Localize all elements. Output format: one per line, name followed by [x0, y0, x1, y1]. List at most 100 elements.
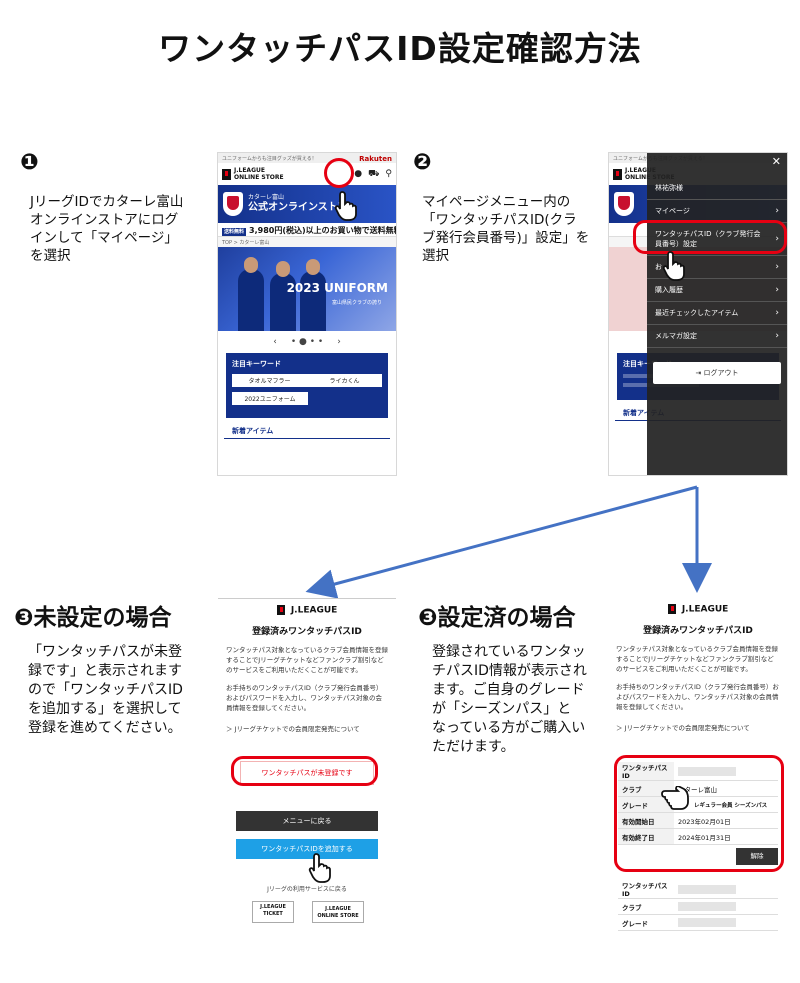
- step1-line: を選択: [30, 248, 71, 264]
- jleague-logo-icon: [613, 168, 622, 180]
- step2-line: 「ワンタッチパスID(クラ: [422, 212, 577, 228]
- row-label: グレード: [618, 914, 674, 931]
- menu-item-purchase-history[interactable]: 購入履歴 ›: [647, 279, 787, 302]
- step3b-line: ます。ご自身のグレード: [432, 682, 585, 698]
- chevron-right-icon: ›: [775, 308, 779, 318]
- pass-page-body: ワンタッチパス対象となっているクラブ会員情報を登録することでJリーグチケットなど…: [226, 645, 388, 674]
- menu-item-label: 最近チェックしたアイテム: [655, 309, 739, 317]
- logo-line: J.LEAGUE: [325, 906, 351, 912]
- keyword-chip[interactable]: 2022ユニフォーム: [232, 392, 308, 405]
- search-icon[interactable]: ⚲: [385, 168, 392, 179]
- pointing-hand-icon: [308, 853, 331, 883]
- logout-button[interactable]: ⇥ ログアウト: [653, 362, 781, 384]
- back-to-menu-button[interactable]: メニューに戻る: [236, 811, 378, 831]
- pass-page-title: 登録済みワンタッチパスID: [643, 625, 753, 636]
- jleague-store-logo[interactable]: J.LEAGUE ONLINE STORE: [312, 901, 364, 923]
- keyword-chip[interactable]: ライカくん: [307, 374, 382, 387]
- row-value: レギュラー会員 シーズンパス: [674, 796, 778, 813]
- shipping-tag: 送料無料: [222, 228, 247, 236]
- step3a-line: ので「ワンタッチパスID: [28, 682, 183, 698]
- step3a-line: を追加する」を選択して: [28, 701, 182, 717]
- menu-item-label: 購入履歴: [655, 286, 683, 294]
- header-icons: ● ⛟ ⚲: [354, 169, 392, 180]
- hero-year-text: 2023 UNIFORM: [286, 281, 388, 295]
- banner-store-title: 公式オンラインストア: [248, 202, 348, 213]
- banner-club-name: カターレ富山: [248, 194, 285, 201]
- member-sale-link[interactable]: ＞ Jリーグチケットでの会員限定発売について: [616, 723, 750, 732]
- member-sale-link[interactable]: ＞ Jリーグチケットでの会員限定発売について: [226, 724, 360, 733]
- add-onetouch-pass-button[interactable]: ワンタッチパスIDを追加する: [236, 839, 378, 859]
- logout-label: ログアウト: [703, 369, 739, 377]
- pointing-hand-icon: [662, 251, 685, 281]
- row-label: 有効開始日: [618, 812, 674, 829]
- menu-item-recent-items[interactable]: 最近チェックしたアイテム ›: [647, 302, 787, 325]
- row-value: 2023年02月01日: [674, 812, 778, 829]
- step3b-line: ただけます。: [432, 739, 515, 755]
- step2-line: ブ発行会員番号)」設定」を: [422, 230, 590, 246]
- step3a-line: 登録を進めてください。: [28, 720, 182, 736]
- mypage-icon[interactable]: ●: [354, 168, 363, 179]
- jleague-logo-text: J.LEAGUE: [290, 605, 338, 616]
- carousel-dots: • ● • •: [290, 337, 324, 347]
- page-title: ワンタッチパスID設定確認方法: [158, 29, 642, 68]
- club-banner[interactable]: カターレ富山 公式オンラインストア: [218, 185, 396, 223]
- menu-item-newsletter[interactable]: メルマガ設定›: [647, 325, 787, 348]
- jleague-logo-text: J.LEAGUE: [681, 604, 729, 615]
- top-strip: ユニフォームからも注目グッズが買える！ Rakuten: [218, 153, 396, 163]
- step3b-line: チパスID情報が表示され: [432, 663, 587, 679]
- services-label: Jリーグの利用サービスに戻る: [267, 886, 347, 893]
- step3b-line: が「シーズンパス」と: [432, 701, 572, 717]
- uniform-hero-image[interactable]: 2023 UNIFORM 富山県民クラブの誇り: [218, 247, 396, 331]
- chevron-right-icon: ›: [775, 206, 779, 216]
- jleague-ticket-logo[interactable]: J.LEAGUE TICKET: [252, 901, 294, 923]
- player-figure: [238, 257, 264, 331]
- next-slide-icon[interactable]: ›: [337, 337, 341, 347]
- club-crest-icon: [614, 192, 634, 216]
- prev-slide-icon[interactable]: ‹: [273, 337, 277, 347]
- registered-pass-table: ワンタッチパスID クラブカターレ富山 グレードレギュラー会員 シーズンパス 有…: [618, 762, 778, 845]
- rakuten-logo: Rakuten: [359, 155, 392, 163]
- jleague-logo-icon: [667, 604, 676, 614]
- masked-value: [678, 918, 736, 927]
- keyword-chip[interactable]: タオルマフラー: [232, 374, 307, 387]
- row-label: クラブ: [618, 898, 674, 915]
- top-strip-text: ユニフォームからも注目グッズが買える！: [222, 156, 317, 162]
- release-button[interactable]: 解除: [736, 848, 778, 865]
- step1-line: インして「マイページ」: [30, 230, 178, 246]
- pass-page-title: 登録済みワンタッチパスID: [252, 626, 362, 637]
- store-name: J.LEAGUE ONLINE STORE: [234, 167, 284, 181]
- jleague-logo-icon: [276, 605, 285, 615]
- pass-page-body: お手持ちのワンタッチパスID（クラブ発行会員番号）およびパスワードを入力し、ワン…: [226, 683, 383, 712]
- close-icon[interactable]: ✕: [771, 155, 781, 168]
- row-value: 2024年01月31日: [674, 828, 778, 845]
- step1-number: ❶: [20, 150, 39, 175]
- step2-menu-screenshot: ユニフォームからも注目グッズが買える！ J.LEAGUE ONLINE STOR…: [608, 152, 788, 476]
- step2-line: 選択: [422, 248, 449, 264]
- pointing-hand-icon: [661, 786, 689, 810]
- step2-line: マイページメニュー内の: [422, 194, 571, 210]
- chevron-right-icon: ›: [775, 234, 779, 244]
- row-label: ワンタッチパスID: [618, 762, 674, 781]
- row-label: クラブ: [618, 780, 674, 797]
- row-value: [674, 914, 778, 931]
- table-row: ワンタッチパスID: [618, 880, 778, 899]
- logo-line: J.LEAGUE: [260, 904, 286, 910]
- logo-line: ONLINE STORE: [317, 913, 359, 919]
- step3b-heading: ❸設定済の場合: [418, 605, 576, 631]
- row-value: [674, 880, 778, 899]
- step3a-description: 「ワンタッチパスが未登 録です」と表示されます ので「ワンタッチパスID を追加…: [28, 643, 218, 738]
- menu-item-onetouch-pass[interactable]: ワンタッチパスID（クラブ発行会員番号）設定›: [647, 223, 787, 256]
- menu-item-other[interactable]: お›: [647, 256, 787, 279]
- store-name-line: J.LEAGUE: [234, 167, 265, 174]
- row-label: 有効終了日: [618, 828, 674, 845]
- cart-icon[interactable]: ⛟: [368, 168, 380, 179]
- chevron-right-icon: ›: [775, 285, 779, 295]
- jleague-logo-icon: [222, 168, 231, 180]
- arrow-left: [305, 485, 698, 599]
- menu-item-label: お: [655, 263, 662, 271]
- keywords-title: 注目キーワード: [232, 360, 281, 368]
